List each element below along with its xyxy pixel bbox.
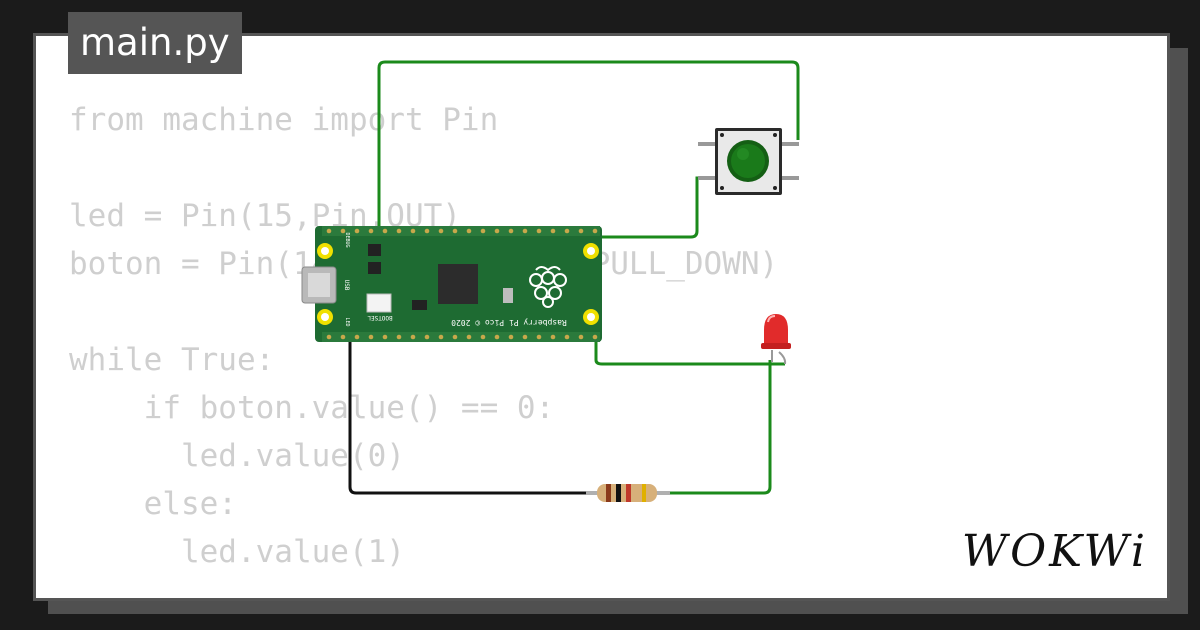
- rp2040-chip: [438, 264, 478, 304]
- debug-label: DEBUG: [344, 232, 350, 247]
- wire-led-gp15[interactable]: [594, 318, 785, 366]
- filename-tab: main.py: [68, 12, 242, 74]
- bootsel-label: BOOTSEL: [367, 314, 393, 321]
- pushbutton-icon[interactable]: [698, 128, 799, 195]
- wokwi-logo: WOKWi: [961, 526, 1148, 577]
- mounting-holes: [317, 243, 599, 325]
- led-icon[interactable]: [761, 314, 791, 365]
- wire-ground[interactable]: [348, 338, 590, 495]
- led-label: LED: [344, 317, 350, 326]
- wire-button-gp14[interactable]: [596, 176, 712, 239]
- header-pins-bottom: [322, 332, 600, 342]
- header-pins-top: [322, 226, 600, 236]
- raspberry-pi-logo-icon: [529, 266, 567, 308]
- wire-led-resistor[interactable]: [668, 360, 772, 495]
- resistor-icon[interactable]: [586, 484, 670, 502]
- usb-label: USB: [343, 280, 350, 291]
- wire-button-top[interactable]: [377, 60, 800, 235]
- pico-board[interactable]: Raspberry Pi Pico © 2020 BOOTSEL USB DEB…: [301, 226, 602, 342]
- board-brand-label: Raspberry Pi Pico © 2020: [451, 318, 567, 327]
- bootsel-button[interactable]: [366, 293, 392, 313]
